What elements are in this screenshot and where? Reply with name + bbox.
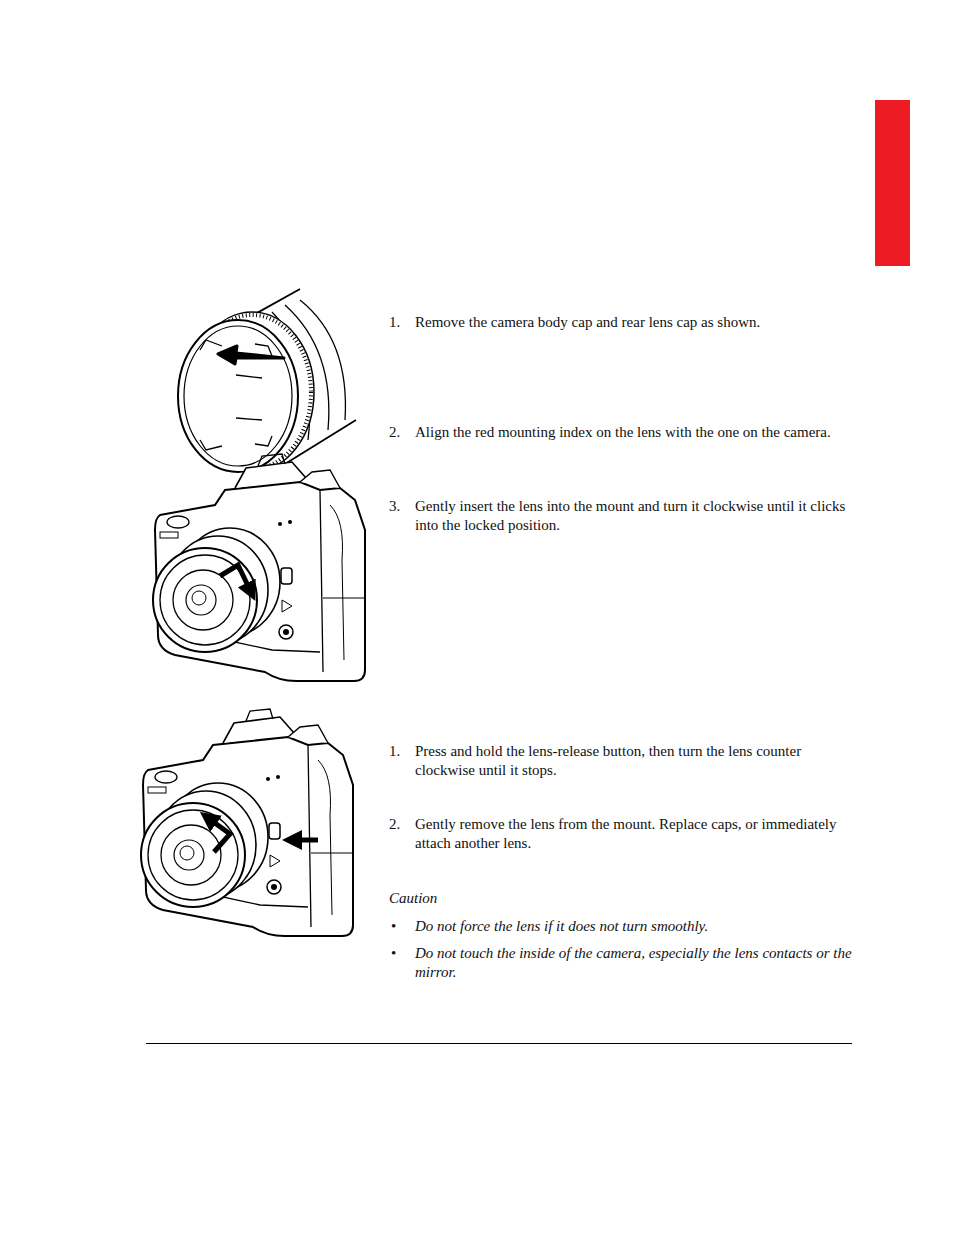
step-text: Gently insert the lens into the mount an… (415, 497, 860, 535)
step-text: Press and hold the lens-release button, … (415, 742, 860, 780)
rule (146, 1043, 852, 1044)
caution-heading: Caution (389, 889, 589, 908)
caution-text: Do not touch the inside of the camera, e… (415, 944, 860, 982)
step-text: Remove the camera body cap and rear lens… (415, 313, 860, 332)
front-cap (178, 320, 298, 472)
turn-arrow (220, 565, 251, 592)
step-number: 2. (389, 423, 413, 442)
lens-with-cap (178, 289, 356, 472)
camera-mounting (153, 454, 365, 681)
camera-removal (141, 709, 353, 936)
cap-rim (184, 326, 292, 466)
cap-grips (236, 375, 262, 420)
step-number: 1. (389, 313, 413, 332)
step-number: 2. (389, 815, 413, 834)
bullet: • (391, 944, 411, 963)
step-text: Align the red mounting index on the lens… (415, 423, 860, 442)
turn-arrow (208, 818, 230, 852)
caution-text: Do not force the lens if it does not tur… (415, 917, 860, 936)
removal-arrow (218, 346, 284, 364)
bullet: • (391, 917, 411, 936)
section-tab (875, 100, 910, 266)
step-number: 1. (389, 742, 413, 761)
step-number: 3. (389, 497, 413, 516)
step-text: Gently remove the lens from the mount. R… (415, 815, 860, 853)
press-arrow (292, 838, 318, 843)
